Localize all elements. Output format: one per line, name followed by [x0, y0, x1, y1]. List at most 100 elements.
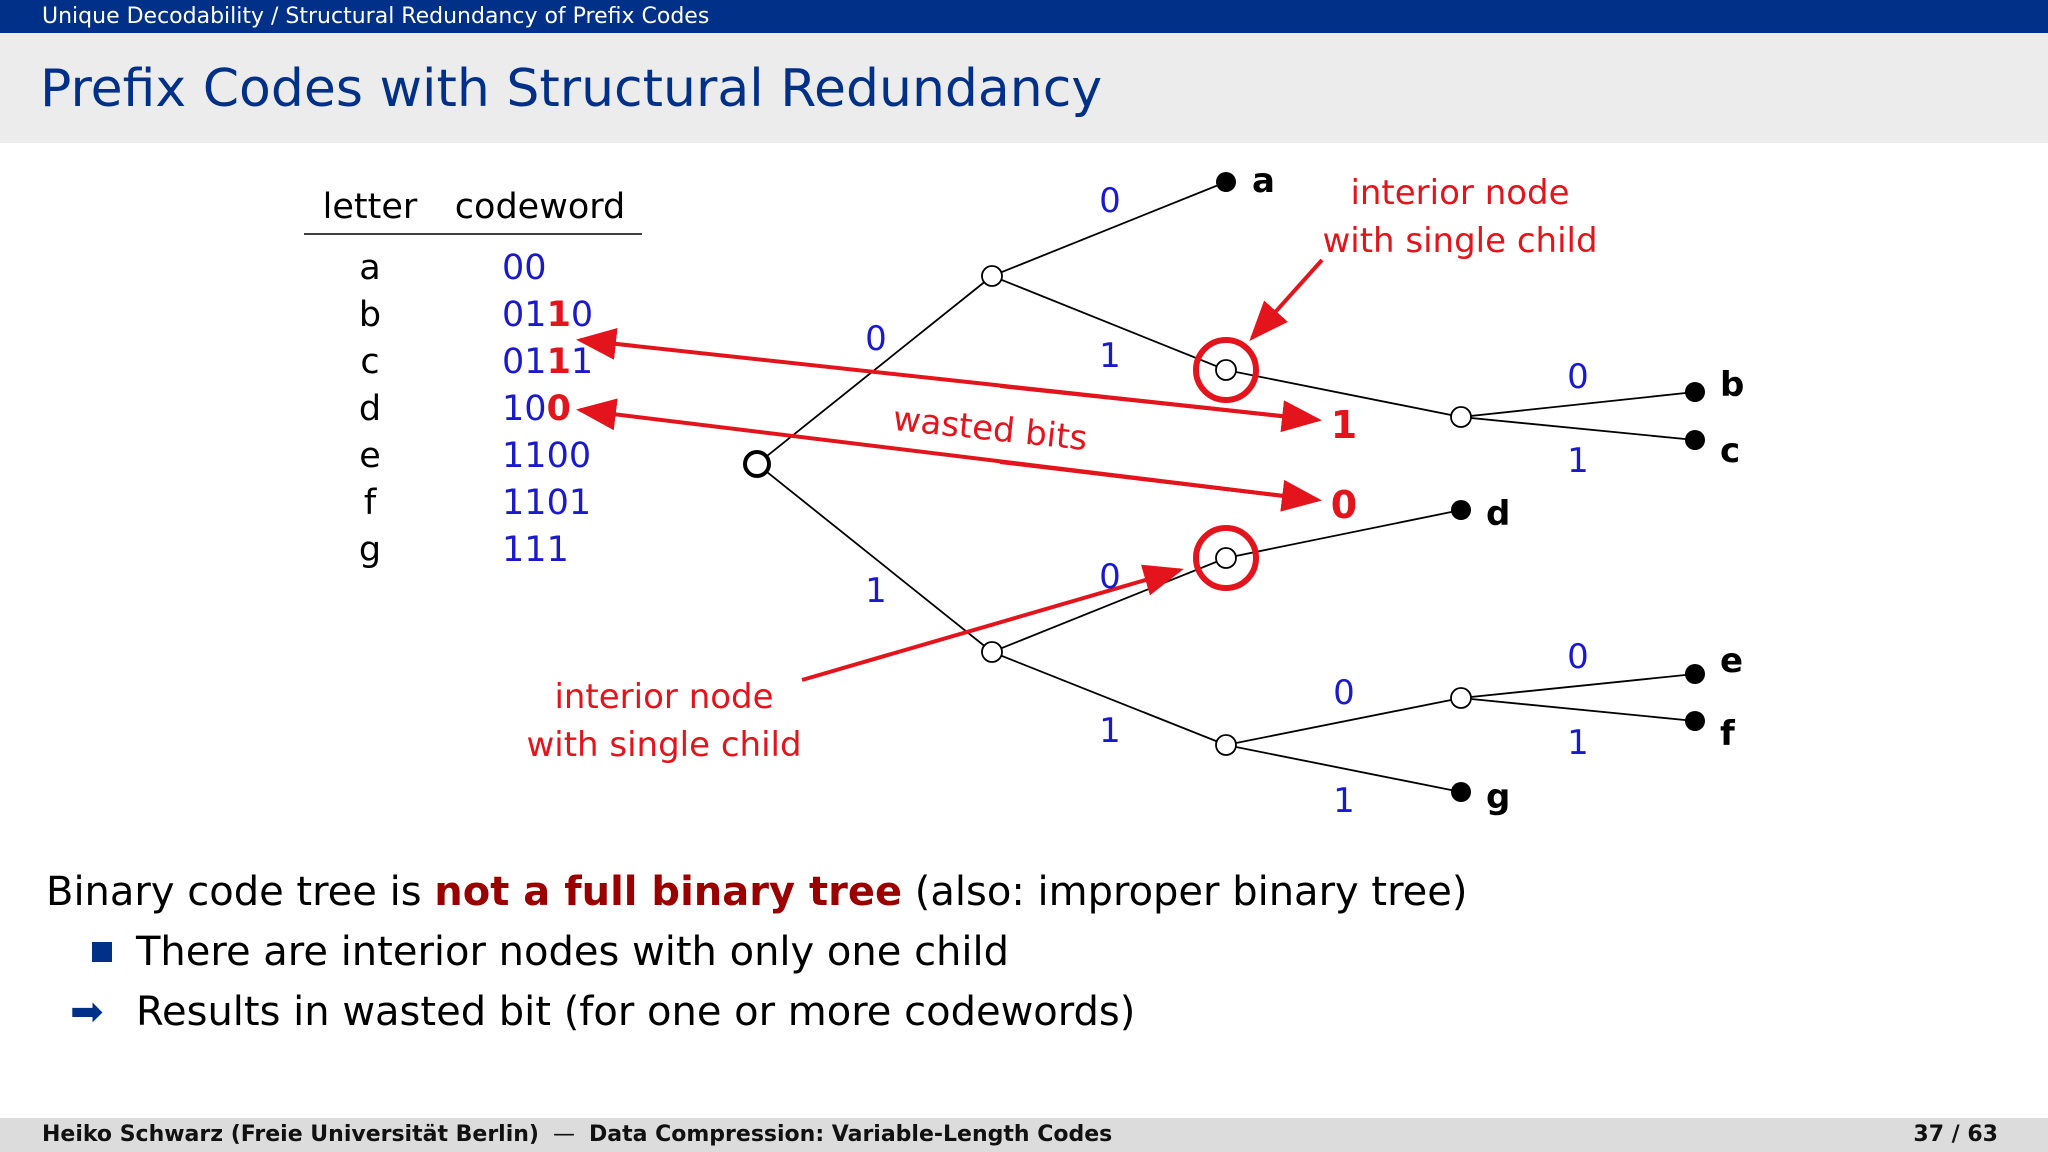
leaf-label-c: c [1720, 431, 1740, 471]
codeword-bit: 1 [502, 436, 524, 476]
highlight-circle-top [1193, 337, 1259, 403]
codeword-bit: 1 [569, 483, 591, 523]
wasted-arrow-0-right [999, 460, 1322, 512]
branch-label: 1 [1099, 336, 1121, 376]
codeword-bit: 1 [547, 342, 571, 382]
tree-edge [991, 557, 1227, 653]
interior-node-note-top-line2: with single child [1322, 221, 1597, 261]
tree-edge [991, 651, 1227, 746]
table-header-letter: letter [323, 187, 418, 227]
branch-label: 0 [1333, 673, 1355, 713]
leaf-node-g [1451, 782, 1471, 802]
leaf-label-a: a [1252, 161, 1275, 201]
branch-label: 0 [1099, 181, 1121, 221]
footer-info: Heiko Schwarz (Freie Universität Berlin)… [42, 1118, 1112, 1152]
footer-course: Data Compression: Variable-Length Codes [588, 1122, 1113, 1147]
branch-label: 1 [1567, 723, 1589, 763]
wasted-bit-1: 1 [1331, 403, 1357, 447]
codeword-bit: 0 [547, 389, 571, 429]
codeword-bit: 1 [524, 483, 546, 523]
codeword-bit: 0 [547, 483, 569, 523]
branch-label: 0 [1567, 637, 1589, 677]
codeword-bit: 0 [524, 389, 546, 429]
branch-label: 1 [1099, 711, 1121, 751]
tree-edge [1225, 697, 1462, 746]
branch-label: 1 [1567, 441, 1589, 481]
table-cell-letter: b [359, 295, 381, 335]
title-bar: Prefix Codes with Structural Redundancy [0, 33, 2048, 143]
tree-edge [1225, 369, 1462, 418]
page-title: Prefix Codes with Structural Redundancy [40, 59, 1103, 119]
leaf-node-b [1685, 382, 1705, 402]
table-cell-letter: g [359, 530, 381, 570]
branch-label: 0 [1567, 357, 1589, 397]
codeword-bit: 1 [502, 389, 524, 429]
breadcrumb: Unique Decodability / Structural Redunda… [42, 4, 710, 29]
summary-emphasis: not a full binary tree [434, 869, 903, 915]
arrow-to-top-node [1249, 258, 1324, 341]
codeword-bit: 0 [547, 436, 569, 476]
tree-edge [1460, 391, 1696, 418]
tree-edge [1225, 509, 1462, 559]
leaf-node-d [1451, 500, 1471, 520]
tree-edge [1225, 744, 1462, 793]
leaf-label-g: g [1486, 777, 1510, 817]
branch-label: 0 [1099, 557, 1121, 597]
codeword-bit: 1 [524, 530, 546, 570]
annotation-text: interior node with single child interior… [526, 173, 1597, 765]
summary-pre: Binary code tree is [46, 869, 435, 915]
interior-node-note-top-line1: interior node [1350, 173, 1569, 213]
table-cell-codeword: 111 [502, 530, 569, 570]
interior-node [981, 641, 1003, 663]
leaf-node-f [1685, 711, 1705, 731]
codeword-bit: 0 [569, 436, 591, 476]
leaf-node-c [1685, 430, 1705, 450]
wasted-bit-0: 0 [1331, 483, 1357, 527]
breadcrumb-bar: Unique Decodability / Structural Redunda… [0, 0, 2048, 33]
root-node [743, 450, 771, 478]
interior-node [1215, 734, 1237, 756]
table-cell-letter: d [359, 389, 381, 429]
page-number: 37 / 63 [1913, 1122, 1998, 1147]
codeword-bit: 1 [524, 436, 546, 476]
codeword-bit: 0 [524, 248, 546, 288]
tree-edge [756, 463, 993, 653]
leaf-label-b: b [1720, 365, 1744, 405]
codeword-bit: 0 [502, 342, 524, 382]
interior-node-note-bottom-line1: interior node [554, 677, 773, 717]
table-cell-letter: a [359, 248, 380, 288]
bullet-item-text: There are interior nodes with only one c… [136, 929, 1010, 975]
tree-nodes [743, 172, 1705, 802]
table-cell-codeword: 100 [502, 389, 571, 429]
table-cell-letter: f [364, 483, 377, 523]
footer-bar: Heiko Schwarz (Freie Universität Berlin)… [0, 1118, 2048, 1152]
branch-label: 0 [865, 319, 887, 359]
leaf-label-f: f [1720, 714, 1736, 754]
summary-post: (also: improper binary tree) [902, 869, 1468, 915]
table-cell-codeword: 0111 [502, 342, 593, 382]
bullet-item: There are interior nodes with only one c… [46, 922, 1467, 982]
tree-edge [991, 181, 1227, 277]
codeword-bit: 1 [524, 342, 546, 382]
codeword-bit: 1 [502, 530, 524, 570]
table-header-codeword: codeword [455, 187, 625, 227]
arrow-to-bottom-node [801, 564, 1184, 682]
interior-node [981, 265, 1003, 287]
branch-label: 1 [1333, 781, 1355, 821]
annotation-arrows [576, 258, 1324, 682]
interior-node-note-bottom-line2: with single child [526, 725, 801, 765]
interior-node [1215, 359, 1237, 381]
leaf-label-d: d [1486, 494, 1510, 534]
table-cell-codeword: 0110 [502, 295, 593, 335]
arrow-right-icon: ➡ [70, 989, 104, 1035]
interior-node [1215, 547, 1237, 569]
tree-edge [1460, 416, 1696, 441]
codeword-bit: 1 [547, 295, 571, 335]
leaf-node-e [1685, 664, 1705, 684]
table-cell-codeword: 1100 [502, 436, 591, 476]
leaf-label-e: e [1720, 641, 1743, 681]
tree-edge [1460, 697, 1696, 722]
codeword-bit: 1 [524, 295, 546, 335]
